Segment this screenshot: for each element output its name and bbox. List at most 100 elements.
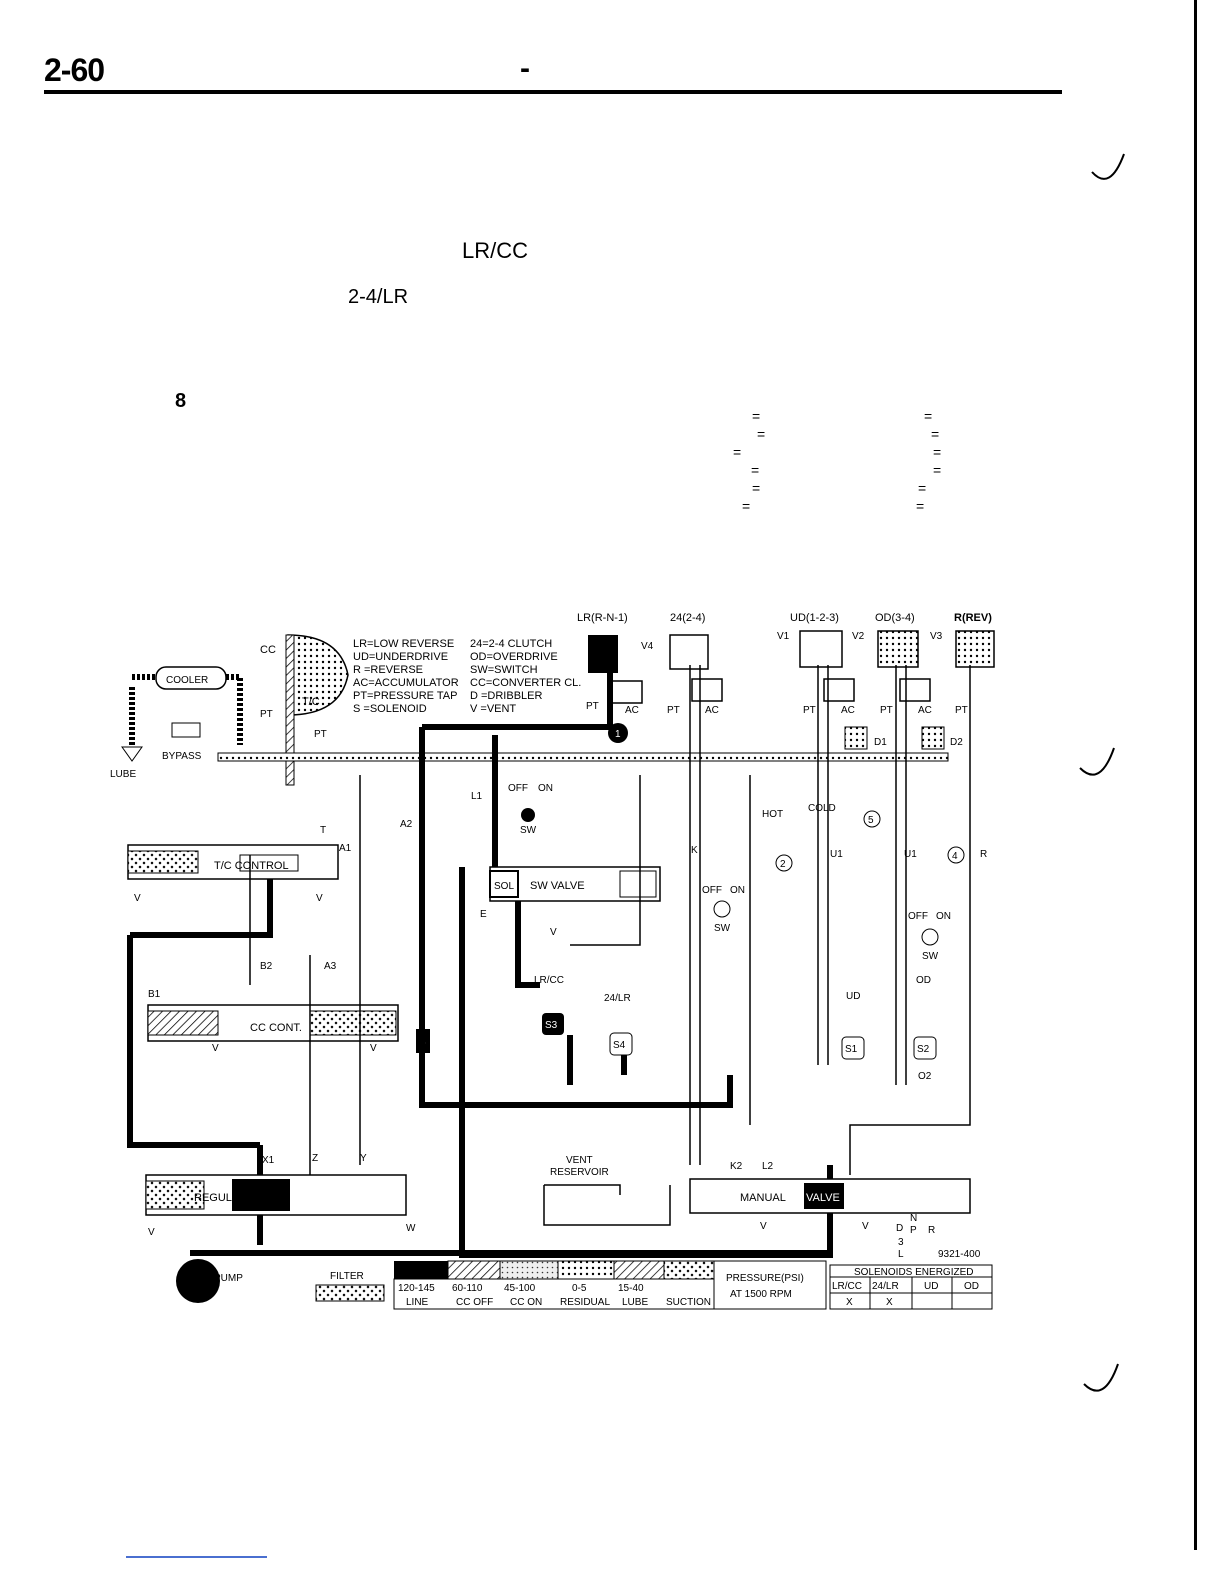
label-cold: COLD: [808, 803, 836, 814]
legend-item: 24=2-4 CLUTCH: [470, 638, 552, 650]
bypass-valve: [171, 722, 201, 738]
label-l2: L2: [762, 1161, 774, 1172]
rev-clutch-piston: [955, 630, 995, 668]
label-lr-clutch: LR(R-N-1): [577, 612, 628, 624]
label-pt: PT: [586, 701, 599, 712]
solenoids-title: SOLENOIDS ENERGIZED: [854, 1267, 973, 1278]
svg-text:S3: S3: [545, 1020, 558, 1031]
label-tc: T/C: [302, 696, 320, 708]
label-pt: PT: [260, 709, 273, 720]
figure-id: 9321-400: [938, 1249, 981, 1260]
solenoid-switch-sol-land: [489, 870, 519, 898]
pressure-subtitle: AT 1500 RPM: [730, 1289, 792, 1300]
gear-selector-positions: P R N D 3 L: [896, 1213, 935, 1260]
label-valve: VALVE: [806, 1192, 840, 1204]
selector-p: P: [910, 1225, 917, 1236]
equals-mark: =: [933, 462, 942, 478]
pressure-range: 0-5: [572, 1283, 587, 1294]
text-fragment-24lr: 2-4/LR: [348, 286, 409, 308]
check-ball-5: [863, 810, 881, 828]
svg-text:V: V: [760, 1221, 767, 1232]
label-v2: V2: [852, 631, 865, 642]
label-ac: AC: [918, 705, 932, 716]
ud-clutch-piston: [799, 630, 843, 668]
label-cooler: COOLER: [166, 675, 208, 686]
equals-mark: =: [757, 426, 766, 442]
label-ac: AC: [841, 705, 855, 716]
label-v4: V4: [641, 641, 654, 652]
pressure-switch-24: [713, 900, 731, 918]
label-o2: O2: [918, 1071, 932, 1082]
label-on: ON: [538, 783, 553, 794]
binder-hole-mark: [1083, 1363, 1119, 1392]
label-a3: A3: [324, 961, 337, 972]
solenoid-s1: S1: [841, 1036, 865, 1060]
svg-text:V: V: [212, 1043, 219, 1054]
pressure-range: 45-100: [504, 1283, 536, 1294]
text-fragment-8: 8: [175, 390, 187, 412]
label-sw-valve: SW VALVE: [530, 880, 585, 892]
solenoid-value: X: [846, 1297, 853, 1308]
solenoid-s2: S2: [913, 1036, 937, 1060]
label-sol: SOL: [494, 881, 514, 892]
label-manual: MANUAL: [740, 1192, 786, 1204]
pump: [176, 1259, 220, 1303]
24-clutch-piston: [669, 634, 709, 670]
check-ball-number: 5: [868, 815, 874, 826]
svg-text:V: V: [370, 1043, 377, 1054]
binder-hole-mark: [1091, 153, 1125, 180]
pressure-name: SUCTION: [666, 1297, 711, 1308]
selector-l: L: [898, 1249, 904, 1260]
label-reservoir: RESERVOIR: [550, 1167, 609, 1178]
pressure-name: RESIDUAL: [560, 1297, 610, 1308]
equals-mark: =: [752, 480, 761, 496]
check-ball-number: 4: [952, 851, 958, 862]
binder-hole-mark: [1079, 747, 1115, 776]
cc-control-spring: [309, 1010, 397, 1036]
label-a2: A2: [400, 819, 413, 830]
label-od-solenoid: OD: [916, 975, 931, 986]
svg-text:V: V: [550, 927, 557, 938]
label-cc-cont: CC CONT.: [250, 1022, 302, 1034]
legend-item: S =SOLENOID: [353, 703, 427, 715]
selector-3: 3: [898, 1237, 904, 1248]
tc-control-spool: [239, 854, 299, 872]
label-a1: A1: [339, 843, 352, 854]
legend-item: OD=OVERDRIVE: [470, 651, 558, 663]
footer-link-underline[interactable]: [126, 1556, 267, 1558]
equals-mark: =: [916, 498, 925, 514]
legend-item: SW=SWITCH: [470, 664, 538, 676]
pressure-range: 120-145: [398, 1283, 435, 1294]
pressure-range: 60-110: [452, 1283, 483, 1294]
label-off: OFF: [702, 885, 722, 896]
check-ball-number: 1: [615, 729, 621, 740]
svg-text:S2: S2: [917, 1044, 930, 1055]
label-sw: SW: [714, 923, 731, 934]
label-regulator: REGULATOR: [194, 1192, 261, 1204]
label-pump: PUMP: [214, 1273, 243, 1284]
legend-item: AC=ACCUMULATOR: [353, 677, 459, 689]
label-pt: PT: [314, 729, 327, 740]
equals-mark: =: [924, 408, 933, 424]
label-sw: SW: [520, 825, 537, 836]
dribbler-d2: [921, 726, 945, 750]
equals-mark: =: [918, 480, 927, 496]
svg-text:V: V: [862, 1221, 869, 1232]
label-b1: B1: [148, 989, 161, 1000]
label-ud-clutch: UD(1-2-3): [790, 612, 839, 624]
header-dash: -: [520, 52, 530, 85]
pressure-name: CC ON: [510, 1297, 542, 1308]
lr-clutch-piston: [588, 635, 618, 673]
torque-converter: [287, 634, 349, 716]
lube-arrow-icon: [121, 746, 143, 762]
label-k2: K2: [730, 1161, 743, 1172]
svg-text:V: V: [134, 893, 141, 904]
legend-item: V =VENT: [470, 703, 516, 715]
label-pt: PT: [880, 705, 893, 716]
manual-valve-spool: [804, 1183, 844, 1209]
label-bypass: BYPASS: [162, 751, 202, 762]
label-od-clutch: OD(3-4): [875, 612, 915, 624]
label-z: Z: [312, 1153, 318, 1164]
regulator-spool: [232, 1179, 290, 1211]
label-l1: L1: [471, 791, 483, 802]
